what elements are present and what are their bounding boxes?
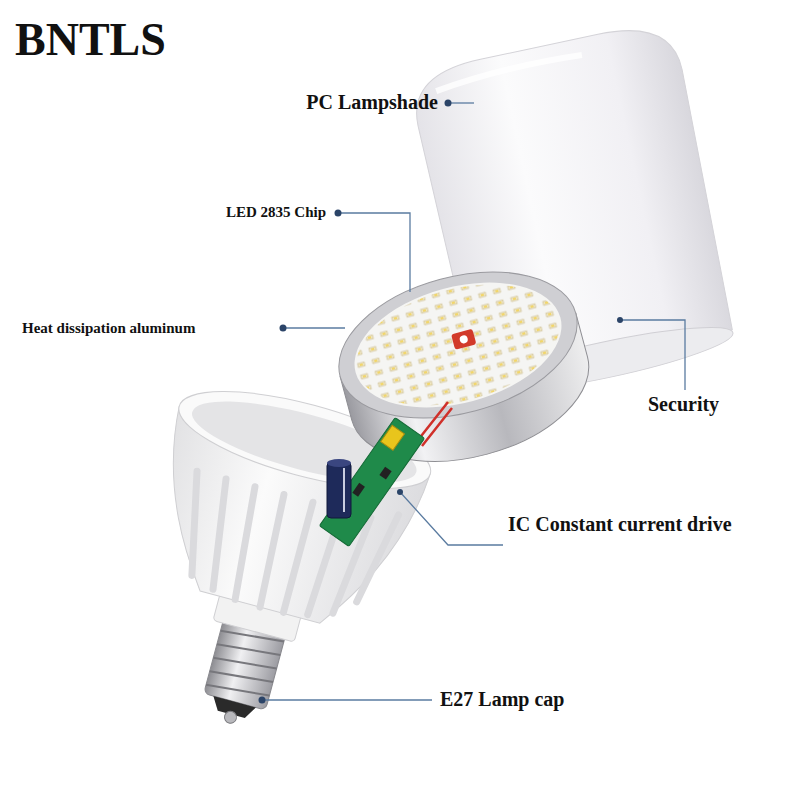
part-label: Security — [648, 392, 719, 416]
part-label: PC Lampshade — [306, 90, 438, 114]
leader-lines — [262, 103, 685, 700]
brand-mark: BNTLS — [15, 12, 166, 67]
bulb-body — [103, 372, 439, 757]
driver-board — [319, 402, 452, 546]
part-label: LED 2835 Chip — [226, 203, 326, 221]
part-label: Heat dissipation aluminum — [22, 319, 195, 337]
part-label: IC Constant current drive — [508, 512, 732, 536]
aluminum-disc — [323, 248, 606, 486]
part-label: E27 Lamp cap — [440, 687, 564, 711]
leader-dots — [259, 100, 624, 704]
